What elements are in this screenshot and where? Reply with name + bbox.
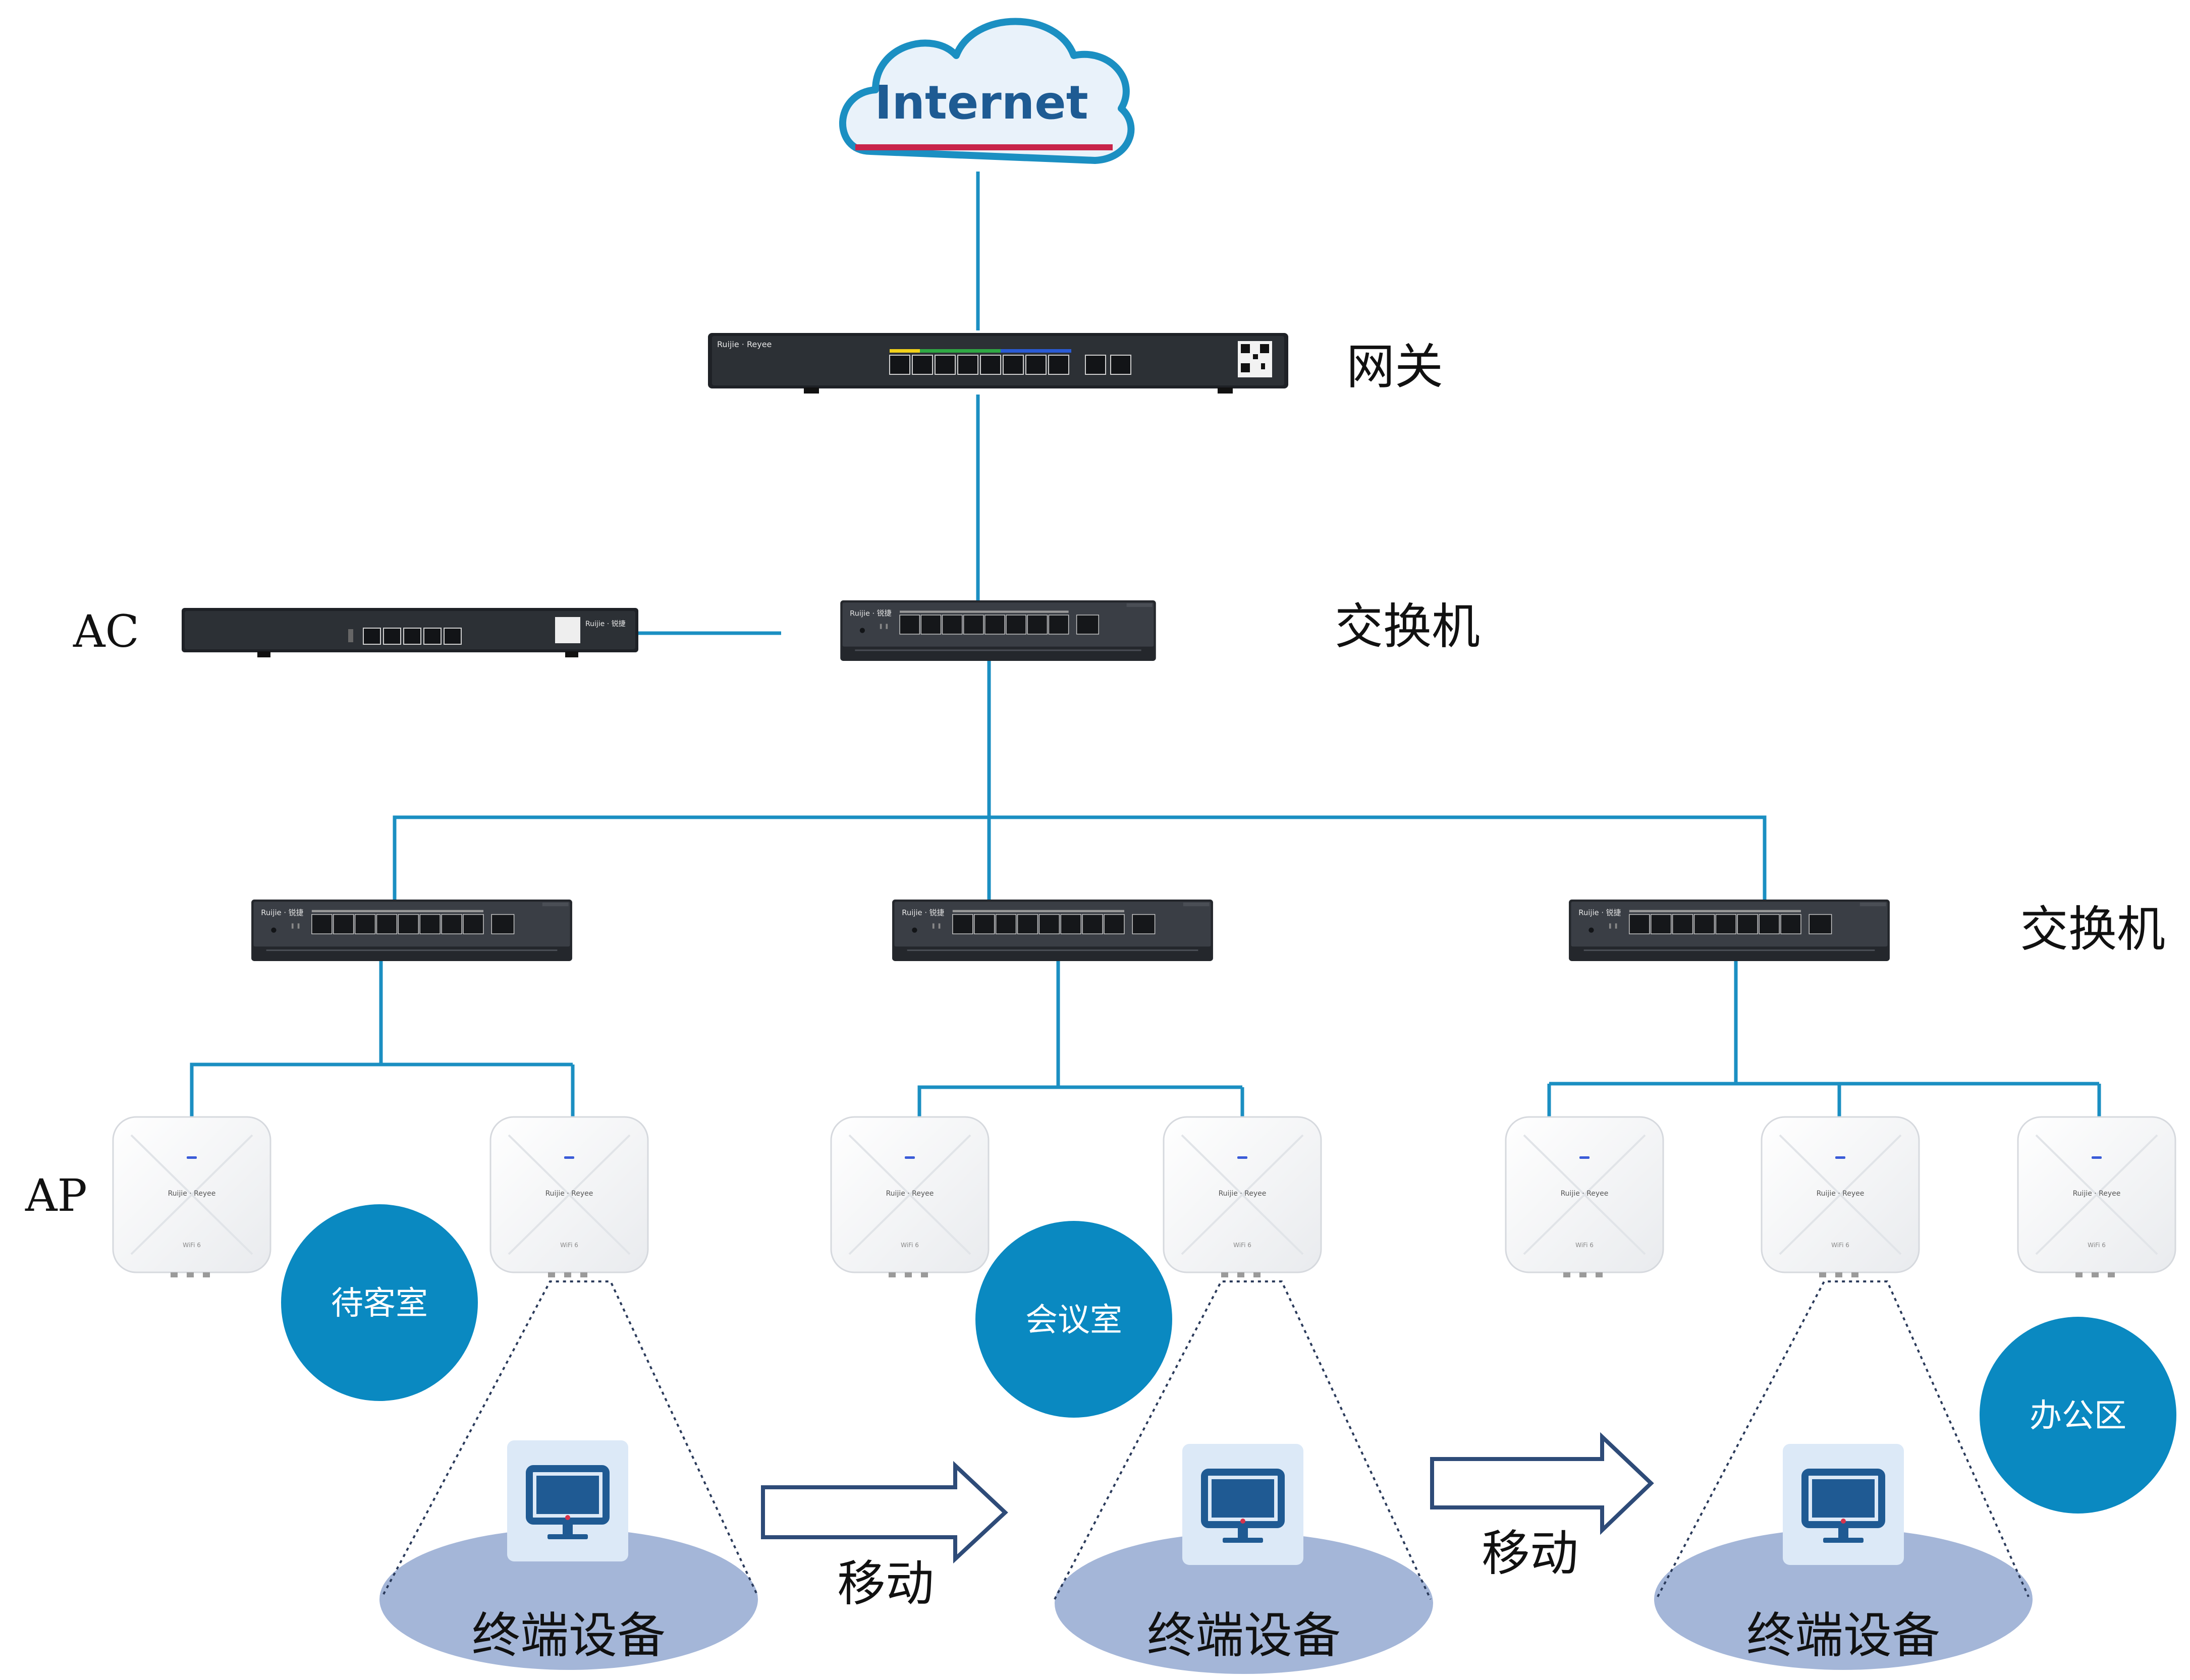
move-label: 移动 bbox=[1482, 1525, 1578, 1582]
gateway-label: 网关 bbox=[1346, 339, 1443, 395]
terminal-label: 终端设备 bbox=[1147, 1607, 1341, 1664]
access-switch-2 bbox=[892, 900, 1214, 961]
terminal-monitor-icon bbox=[1182, 1444, 1303, 1565]
zone-waiting-room: 待客室 bbox=[281, 1204, 478, 1401]
link-distribution-bus bbox=[393, 815, 1767, 900]
network-links bbox=[190, 172, 2101, 1160]
access-point-7 bbox=[2017, 1116, 2176, 1278]
access-point-5 bbox=[1505, 1116, 1664, 1278]
terminal-monitor-icon bbox=[1783, 1444, 1904, 1565]
gateway-device bbox=[708, 333, 1288, 394]
internet-label: Internet bbox=[874, 76, 1088, 130]
move-arrow-1: 移动 bbox=[761, 1461, 1008, 1612]
access-point-3 bbox=[830, 1116, 990, 1278]
access-switch-3 bbox=[1568, 900, 1890, 961]
coverage-1: 终端设备 bbox=[379, 1280, 758, 1670]
terminal-label: 终端设备 bbox=[1746, 1607, 1940, 1664]
terminal-label: 终端设备 bbox=[472, 1607, 666, 1664]
zone-label: 待客室 bbox=[331, 1285, 428, 1322]
internet-cloud: Internet bbox=[839, 18, 1135, 164]
zone-label: 会议室 bbox=[1025, 1302, 1122, 1339]
access-switch-label: 交换机 bbox=[2020, 901, 2165, 958]
core-switch-label: 交换机 bbox=[1335, 598, 1480, 655]
access-point-2 bbox=[489, 1116, 649, 1278]
move-label: 移动 bbox=[837, 1555, 934, 1612]
access-point-4 bbox=[1163, 1116, 1322, 1278]
zone-meeting-room: 会议室 bbox=[975, 1221, 1172, 1418]
access-switch-1 bbox=[251, 900, 573, 961]
terminal-monitor-icon bbox=[507, 1440, 628, 1561]
zone-label: 办公区 bbox=[2030, 1397, 2126, 1435]
access-point-6 bbox=[1761, 1116, 1920, 1278]
coverage-3: 终端设备 bbox=[1654, 1280, 2033, 1670]
core-switch-device bbox=[840, 600, 1157, 661]
ap-label: AP bbox=[25, 1169, 87, 1221]
ac-controller-device bbox=[182, 608, 638, 658]
ac-label: AC bbox=[73, 605, 139, 657]
move-arrow-2: 移动 bbox=[1430, 1432, 1654, 1582]
zone-office-area: 办公区 bbox=[1980, 1317, 2176, 1514]
link-switch-2-aps bbox=[917, 961, 1060, 1117]
link-switch-1-aps bbox=[190, 961, 383, 1117]
access-point-1 bbox=[112, 1116, 271, 1278]
coverage-2: 终端设备 bbox=[1054, 1280, 1433, 1674]
